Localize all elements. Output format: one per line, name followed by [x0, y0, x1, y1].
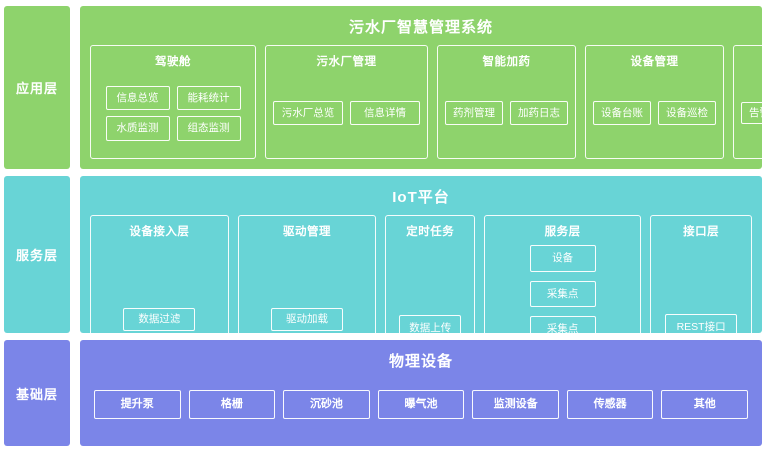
group-title-scheduled-task: 定时任务	[406, 226, 455, 238]
layer-body-service: IoT平台 设备接入层 数据过滤 过滤器管理 数据转发 驱动管理 驱动加载 驱动…	[80, 176, 762, 457]
group-title-cockpit: 驾驶舱	[155, 56, 191, 68]
item-grille[interactable]: 格栅	[188, 390, 276, 419]
layer-application: 应用层 污水厂智慧管理系统 驾驶舱 信息总览 能耗统计 水质监测 组态监测 污水…	[2, 6, 766, 169]
layer-label-application: 应用层	[4, 6, 70, 169]
group-smart-dosing: 智能加药 药剂管理 加药日志	[437, 45, 576, 159]
group-title-service-layer: 服务层	[544, 226, 581, 238]
item-reagent-management[interactable]: 药剂管理	[445, 100, 503, 126]
group-alarm-management: 告警管理 告警总览 告警配置 告警历史	[733, 45, 766, 159]
base-item-list: 提升泵 格栅 沉砂池 曝气池 监测设备 传感器 其他	[90, 379, 752, 436]
group-items-alarm-management: 告警总览 告警配置 告警历史	[741, 75, 766, 151]
layer-title-physical-devices: 物理设备	[388, 353, 453, 370]
item-monitoring-device[interactable]: 监测设备	[472, 390, 559, 419]
item-water-quality-monitor[interactable]: 水质监测	[105, 116, 170, 141]
group-title-device-access: 设备接入层	[129, 226, 190, 238]
item-info-detail[interactable]: 信息详情	[350, 100, 420, 126]
item-rest-interface[interactable]: REST接口	[665, 313, 738, 340]
layer-title-iot-platform: IoT平台	[392, 189, 450, 206]
group-title-device-management: 设备管理	[630, 56, 679, 68]
item-plant-overview[interactable]: 污水厂总览	[273, 100, 343, 126]
group-device-management: 设备管理 设备台账 设备巡检	[585, 45, 724, 159]
item-data-upload[interactable]: 数据上传	[399, 314, 462, 341]
group-items-cockpit: 信息总览 能耗统计 水质监测 组态监测	[98, 75, 248, 151]
service-group-list: 设备接入层 数据过滤 过滤器管理 数据转发 驱动管理 驱动加载 驱动实例化 事件…	[90, 215, 752, 457]
item-sensor[interactable]: 传感器	[566, 390, 654, 419]
application-group-list: 驾驶舱 信息总览 能耗统计 水质监测 组态监测 污水厂管理 污水厂总览 信息详情	[90, 45, 766, 159]
group-title-plant-management: 污水厂管理	[316, 56, 377, 68]
group-cockpit: 驾驶舱 信息总览 能耗统计 水质监测 组态监测	[90, 45, 256, 159]
item-device[interactable]: 设备	[529, 245, 596, 272]
item-alarm-overview[interactable]: 告警总览	[741, 101, 766, 125]
layer-label-service: 服务层	[4, 176, 70, 333]
group-items-device-management: 设备台账 设备巡检	[593, 75, 716, 151]
group-plant-management: 污水厂管理 污水厂总览 信息详情	[265, 45, 428, 159]
group-items-plant-management: 污水厂总览 信息详情	[273, 75, 420, 151]
item-scada-monitor[interactable]: 组态监测	[176, 116, 241, 141]
item-driver-load[interactable]: 驱动加载	[270, 308, 343, 331]
item-data-filter[interactable]: 数据过滤	[123, 308, 196, 331]
layer-base: 基础层 物理设备 提升泵 格栅 沉砂池 曝气池 监测设备 传感器 其他	[2, 340, 764, 446]
item-grit-chamber[interactable]: 沉砂池	[283, 390, 370, 419]
group-title-smart-dosing: 智能加药	[482, 56, 531, 68]
item-dosing-log[interactable]: 加药日志	[510, 100, 568, 126]
group-title-driver-management: 驱动管理	[282, 226, 331, 238]
item-device-ledger[interactable]: 设备台账	[593, 100, 651, 126]
item-collection-point-1[interactable]: 采集点	[529, 280, 596, 307]
group-items-smart-dosing: 药剂管理 加药日志	[445, 75, 568, 151]
item-energy-stats[interactable]: 能耗统计	[176, 85, 241, 110]
layer-service: 服务层 IoT平台 设备接入层 数据过滤 过滤器管理 数据转发 驱动管理 驱动加…	[2, 176, 764, 457]
group-title-interface-layer: 接口层	[683, 226, 720, 238]
layer-body-application: 污水厂智慧管理系统 驾驶舱 信息总览 能耗统计 水质监测 组态监测 污水厂管理 …	[80, 6, 766, 169]
item-aeration-tank[interactable]: 曝气池	[377, 390, 465, 419]
item-other[interactable]: 其他	[661, 390, 749, 419]
item-info-overview[interactable]: 信息总览	[105, 85, 170, 110]
item-lift-pump[interactable]: 提升泵	[94, 390, 181, 419]
layer-label-base: 基础层	[4, 340, 70, 446]
item-collection-point-2[interactable]: 采集点	[529, 316, 596, 343]
layer-title-application: 污水厂智慧管理系统	[348, 19, 493, 36]
layer-body-base: 物理设备 提升泵 格栅 沉砂池 曝气池 监测设备 传感器 其他	[80, 340, 762, 446]
item-device-inspection[interactable]: 设备巡检	[658, 100, 716, 126]
